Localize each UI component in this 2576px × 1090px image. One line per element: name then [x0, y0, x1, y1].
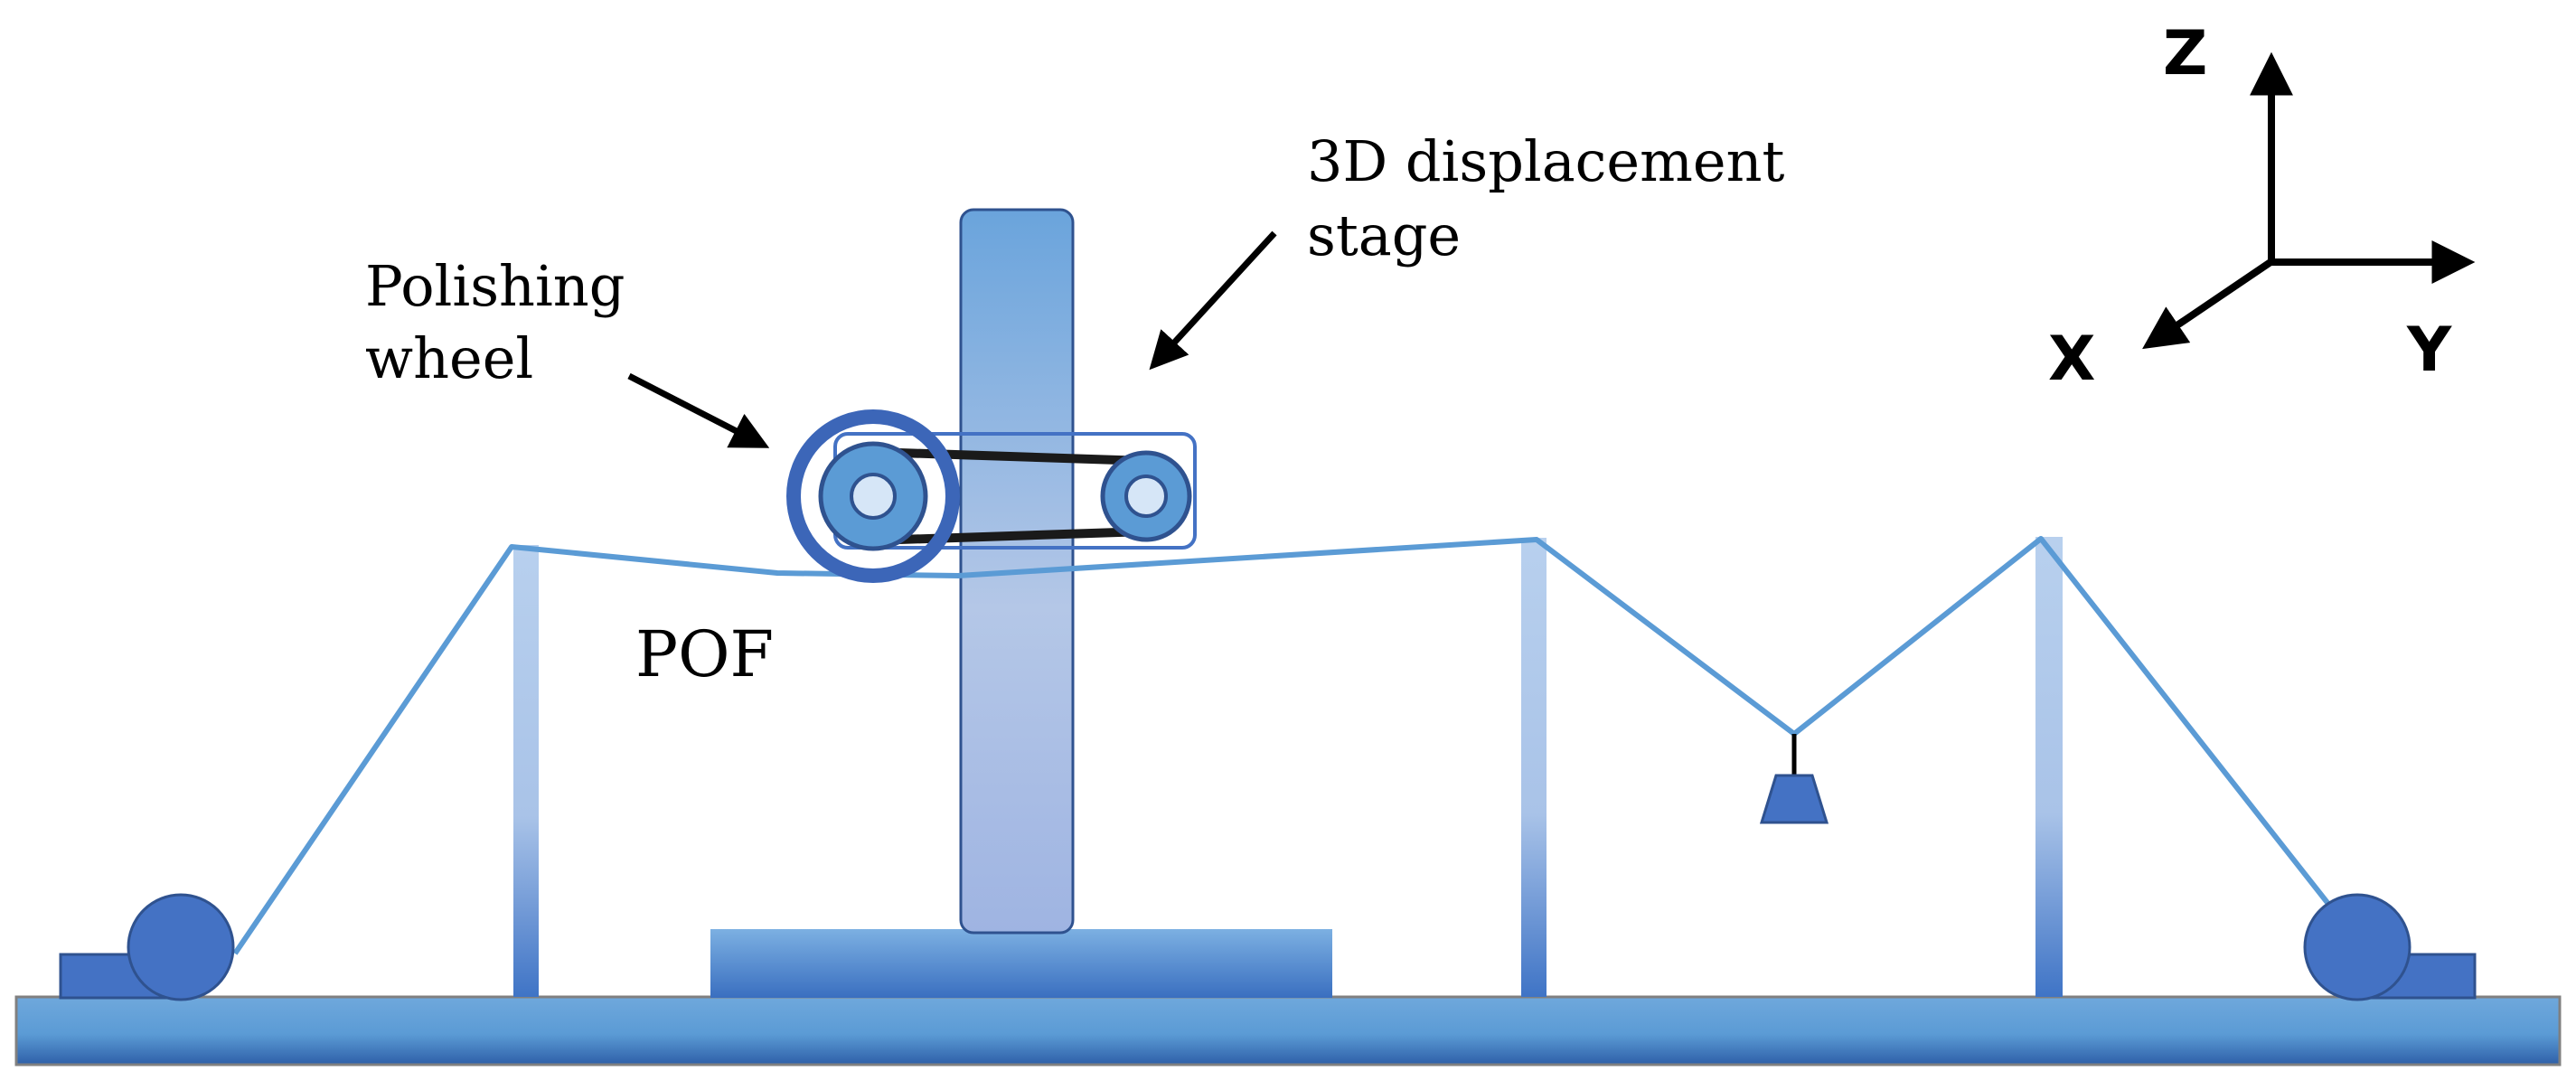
coordinate-axes: Z Y X	[2048, 18, 2476, 395]
fiber-line	[232, 536, 2351, 955]
polishing-wheel-hub	[850, 473, 897, 520]
right-post	[2035, 537, 2063, 997]
z-axis-label: Z	[2163, 18, 2207, 89]
middle-post	[1521, 538, 1547, 997]
wheel-label: Polishing wheel	[365, 253, 643, 391]
stage-label-line2: stage	[1307, 202, 1461, 268]
stage-label: 3D displacement stage	[1307, 128, 1802, 268]
right-spool	[2303, 893, 2411, 1001]
left-post	[513, 545, 539, 997]
drive-belt-bottom	[871, 527, 1147, 545]
wheel-pointer-arrow	[627, 372, 770, 448]
y-axis-label: Y	[2406, 315, 2452, 386]
polishing-wheel	[786, 409, 960, 583]
stage-label-line1: 3D displacement	[1307, 128, 1785, 194]
left-spool	[127, 893, 235, 1001]
base-rail	[14, 995, 2562, 1067]
stage-platform	[710, 929, 1332, 998]
pulley-hub	[1124, 475, 1168, 518]
x-axis-arrow	[2142, 257, 2276, 350]
polishing-wheel-assembly	[786, 409, 1197, 583]
fiber-label: POF	[635, 617, 774, 691]
stage-pointer-arrow	[1149, 230, 1277, 371]
x-axis-label: X	[2048, 324, 2095, 395]
wheel-label-line1: Polishing	[365, 253, 625, 319]
drive-belt-top	[871, 447, 1147, 465]
hanging-weight	[1759, 774, 1829, 824]
wheel-label-line2: wheel	[365, 325, 533, 391]
